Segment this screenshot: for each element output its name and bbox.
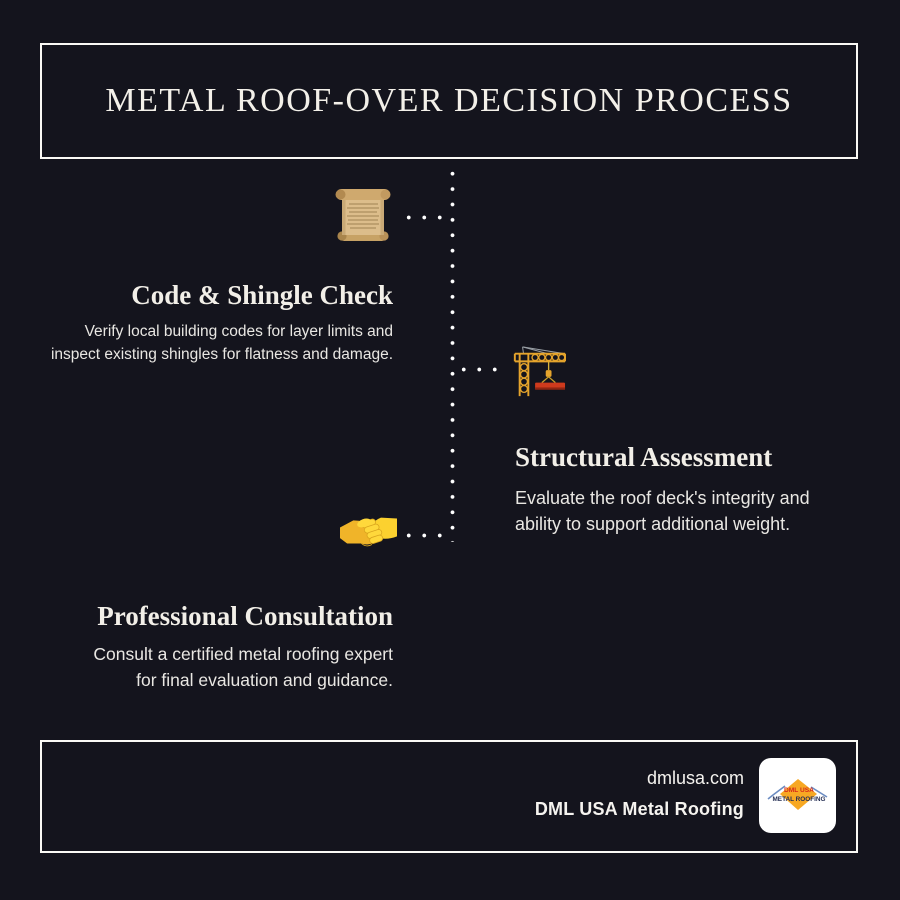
step-professional-consultation: Professional Consultation Consult a cert… [28, 601, 393, 694]
header-box: METAL ROOF-OVER DECISION PROCESS [40, 43, 858, 159]
step-1-title: Code & Shingle Check [131, 280, 393, 310]
logo-line2: METAL ROOFING [772, 796, 825, 803]
step-2-title: Structural Assessment [515, 442, 773, 472]
footer-box: dmlusa.com DML USA Metal Roofing DML USA… [40, 740, 858, 853]
website-url: dmlusa.com [646, 768, 744, 788]
step-2-description: Evaluate the roof deck's integrity and a… [515, 488, 810, 535]
timeline-dotted-line [450, 166, 455, 542]
company-name: DML USA Metal Roofing [534, 799, 744, 819]
step-code-shingle-check: Code & Shingle Check Verify local buildi… [28, 280, 393, 367]
step-1-description: Verify local building codes for layer li… [50, 323, 393, 364]
step-3-description: Consult a certified metal roofing expert… [93, 644, 393, 691]
scroll-icon [332, 186, 394, 246]
footer-text-block: dmlusa.com DML USA Metal Roofing [535, 768, 744, 820]
step-structural-assessment: Structural Assessment Evaluate the roof … [515, 442, 880, 537]
company-logo-icon: DML USA METAL ROOFING [767, 778, 827, 810]
company-logo-card: DML USA METAL ROOFING [759, 758, 836, 833]
branch-line-step-1 [401, 215, 449, 220]
page-title: METAL ROOF-OVER DECISION PROCESS [105, 82, 793, 119]
handshake-icon [340, 507, 397, 555]
crane-icon [509, 344, 567, 400]
step-3-title: Professional Consultation [97, 601, 393, 631]
branch-line-step-2 [456, 367, 504, 372]
branch-line-step-3 [401, 533, 449, 538]
logo-line1: DML USA [784, 787, 814, 794]
